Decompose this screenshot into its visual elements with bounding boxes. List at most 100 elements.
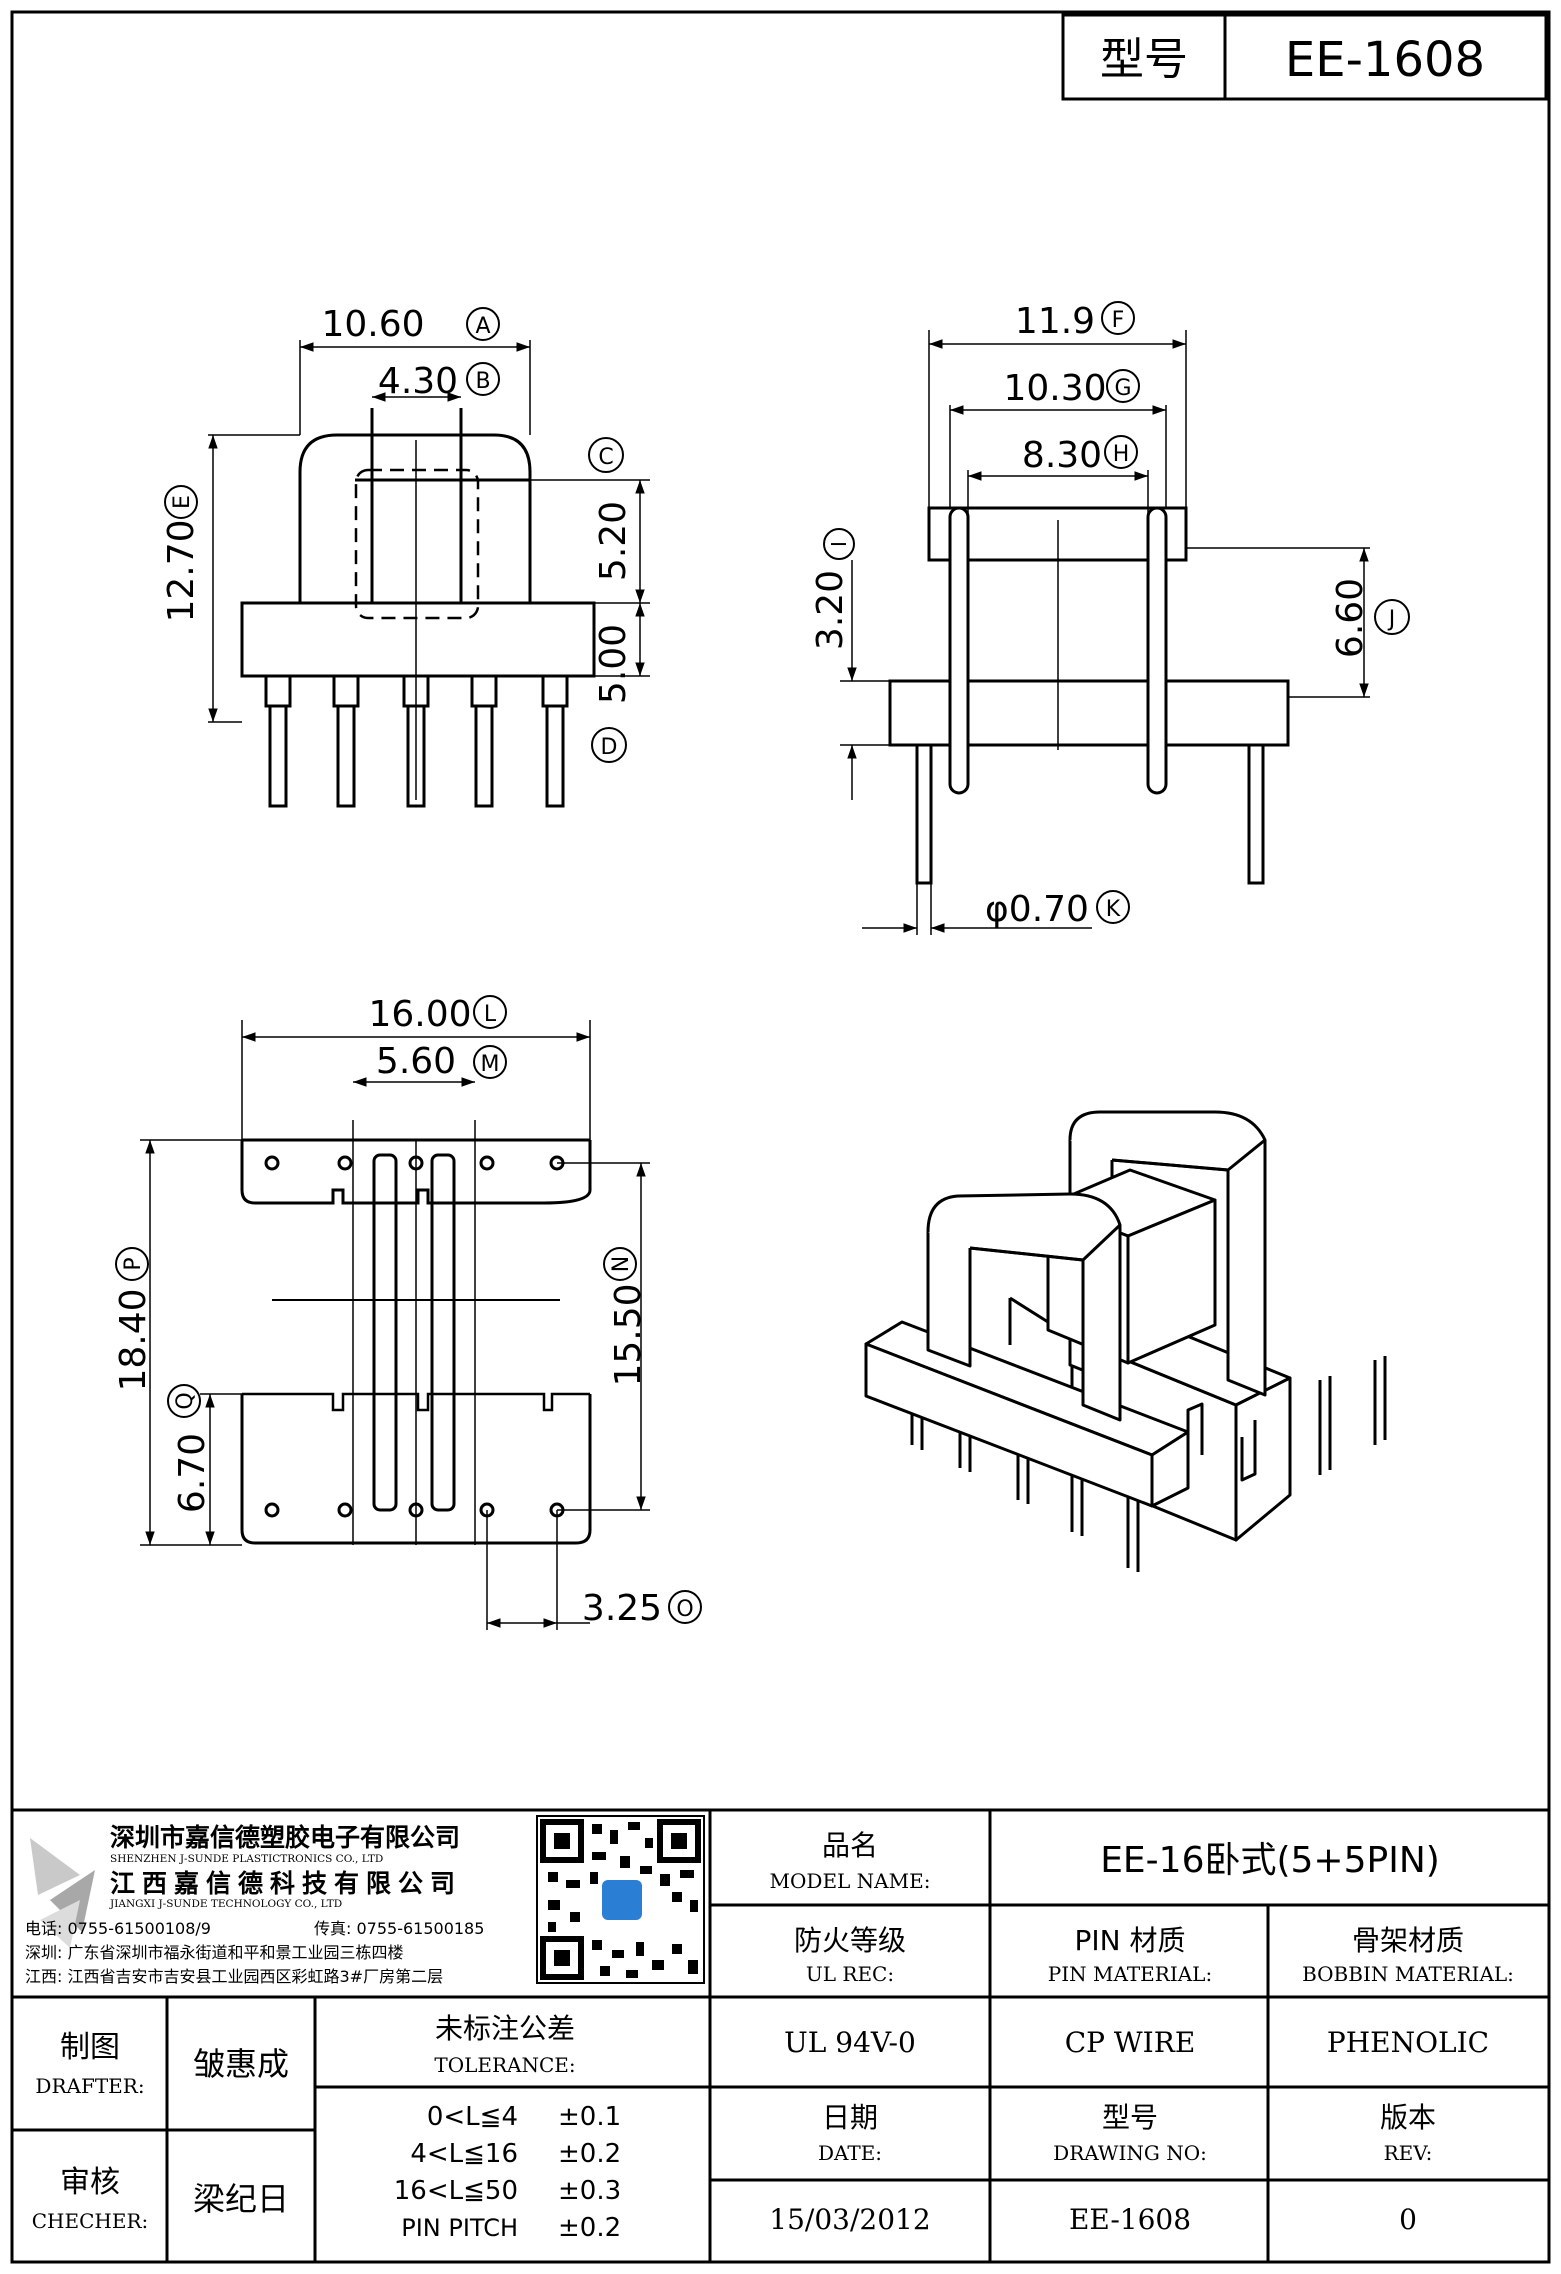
dim-j-callout: [1374, 599, 1410, 635]
model-name-label-en: MODEL NAME:: [770, 1869, 931, 1893]
header-box: 型号 EE-1608: [1061, 13, 1548, 101]
company-address-1: 深圳: 广东省深圳市福永街道和平和景工业园三栋四楼: [25, 1943, 403, 1962]
rev-label-cn: 版本: [1380, 2101, 1436, 2134]
dim-p-callout: [115, 1247, 149, 1281]
front-view: [208, 340, 650, 808]
dim-i-callout: [823, 528, 855, 560]
dim-h-value: 8.30: [1022, 435, 1102, 476]
company-name-cn: 深圳市嘉信德塑胶电子有限公司: [110, 1823, 460, 1852]
dim-i-value: 3.20: [810, 570, 851, 650]
front-view-labels: 10.60 A 4.30 B C 5.20 5.00 D 12.70 E: [161, 304, 634, 763]
ul-rec-label-cn: 防火等级: [794, 1924, 906, 1957]
dim-k-value: φ0.70: [985, 889, 1089, 930]
bobbin-material-value: PHENOLIC: [1327, 2026, 1489, 2059]
dim-d-tag: D: [601, 735, 618, 760]
dim-5-20-value: 5.20: [593, 501, 634, 581]
qr-code: [536, 1815, 705, 1984]
company2-name-cn: 江西嘉信德科技有限公司: [110, 1869, 462, 1898]
dim-g-tag: G: [1114, 376, 1131, 401]
tolerance-range-2: 4<L≦16: [410, 2139, 518, 2169]
tolerance-value-1: ±0.1: [558, 2102, 621, 2132]
dim-l-callout: [473, 995, 507, 1029]
dim-q-tag: Q: [173, 1392, 198, 1409]
dim-f-value: 11.9: [1015, 301, 1095, 342]
rev-label-en: REV:: [1384, 2141, 1433, 2165]
side-view-labels: 11.9 F 10.30 G 8.30 H 3.20 I 6.60 J φ0.7…: [810, 301, 1410, 930]
dim-e-tag: E: [170, 495, 195, 509]
dim-q-callout: [167, 1384, 201, 1418]
dim-p-value: 18.40: [113, 1288, 154, 1391]
company-address-2: 江西: 江西省吉安市吉安县工业园西区彩虹路3#厂房第二层: [25, 1967, 443, 1986]
dim-l-tag: L: [484, 1002, 497, 1027]
pin-material-value: CP WIRE: [1065, 2026, 1196, 2059]
dim-a-value: 10.60: [321, 304, 424, 345]
dim-c-tag: C: [598, 445, 613, 470]
dim-f-tag: F: [1112, 308, 1125, 333]
tolerance-range-3: 16<L≦50: [394, 2176, 518, 2206]
tolerance-label-cn: 未标注公差: [435, 2012, 575, 2045]
company-name-en: SHENZHEN J-SUNDE PLASTICTRONICS CO., LTD: [110, 1853, 383, 1865]
company-info: 深圳市嘉信德塑胶电子有限公司 SHENZHEN J-SUNDE PLASTICT…: [25, 1823, 484, 1986]
drafter-label-cn: 制图: [60, 2030, 120, 2065]
dim-j-tag: J: [1387, 607, 1396, 632]
dim-f-callout: [1101, 301, 1135, 335]
company-fax: 传真: 0755-61500185: [314, 1919, 484, 1938]
dim-o-value: 3.25: [582, 1588, 662, 1629]
tolerance-range-4: PIN PITCH: [401, 2214, 518, 2242]
dim-k-callout: [1096, 890, 1130, 924]
material-values: UL 94V-0 CP WIRE PHENOLIC: [784, 2026, 1489, 2059]
pin-material-label-cn: PIN 材质: [1075, 1924, 1186, 1957]
dim-b-value: 4.30: [378, 361, 458, 402]
dim-a-tag: A: [475, 314, 490, 339]
header-type-label: 型号: [1100, 34, 1188, 85]
dim-n-value: 15.50: [608, 1283, 649, 1386]
dim-n-callout: [603, 1247, 637, 1281]
date-drawing-rev: 日期 DATE: 型号 DRAWING NO: 版本 REV: 15/03/20…: [769, 2101, 1436, 2236]
side-view: [840, 330, 1370, 935]
isometric-view: [864, 1110, 1387, 1572]
dim-l-value: 16.00: [368, 994, 471, 1035]
material-labels: 防火等级 UL REC: PIN 材质 PIN MATERIAL: 骨架材质 B…: [794, 1924, 1514, 1986]
dim-c-callout: [588, 437, 624, 473]
drafter-checker: 制图 DRAFTER: 皱惠成 审核 CHECHER: 梁纪日: [32, 2030, 289, 2233]
dim-o-callout: [668, 1590, 702, 1624]
dim-b-callout: [466, 362, 500, 396]
tolerance-label-en: TOLERANCE:: [434, 2053, 575, 2077]
model-name-cell: 品名 MODEL NAME: EE-16卧式(5+5PIN): [770, 1829, 1440, 1893]
company-phone: 电话: 0755-61500108/9: [25, 1919, 211, 1938]
drafter-label-en: DRAFTER:: [35, 2074, 144, 2098]
bottom-view-labels: 16.00 L 5.60 M 15.50 N 18.40 P 6.70 Q 3.…: [113, 994, 702, 1629]
dim-o-tag: O: [676, 1597, 693, 1622]
drawing-no-label-cn: 型号: [1102, 2101, 1158, 2134]
model-name-label-cn: 品名: [822, 1829, 878, 1862]
tolerance-value-4: ±0.2: [558, 2213, 621, 2243]
bottom-view: [140, 1020, 650, 1630]
dim-g-value: 10.30: [1003, 368, 1106, 409]
dim-p-tag: P: [121, 1257, 146, 1270]
title-block-grid: [12, 1808, 1549, 2262]
tolerance-cell: 未标注公差 TOLERANCE: 0<L≦4 ±0.1 4<L≦16 ±0.2 …: [394, 2012, 621, 2243]
model-name-value: EE-16卧式(5+5PIN): [1100, 1840, 1440, 1881]
dim-m-value: 5.60: [376, 1041, 456, 1082]
ul-rec-value: UL 94V-0: [784, 2026, 916, 2059]
dim-a-callout: [466, 307, 500, 341]
dim-q-value: 6.70: [172, 1433, 213, 1513]
header-type-value: EE-1608: [1285, 32, 1485, 88]
dim-h-callout: [1104, 435, 1138, 469]
pin-material-label-en: PIN MATERIAL:: [1048, 1962, 1212, 1986]
dim-b-tag: B: [475, 369, 490, 394]
dim-d-callout: [591, 727, 627, 763]
date-label-en: DATE:: [818, 2141, 882, 2165]
checker-value: 梁纪日: [193, 2180, 289, 2218]
drafter-value: 皱惠成: [193, 2045, 289, 2083]
company2-name-en: JIANGXI J-SUNDE TECHNOLOGY CO., LTD: [109, 1898, 342, 1910]
dim-5-00-value: 5.00: [593, 624, 634, 704]
date-label-cn: 日期: [822, 2101, 878, 2134]
dim-m-tag: M: [481, 1052, 500, 1077]
ul-rec-label-en: UL REC:: [806, 1962, 894, 1986]
tolerance-range-1: 0<L≦4: [427, 2102, 518, 2132]
dim-h-tag: H: [1113, 442, 1130, 467]
dim-j-value: 6.60: [1330, 578, 1371, 658]
date-value: 15/03/2012: [769, 2203, 930, 2236]
rev-value: 0: [1399, 2203, 1417, 2236]
